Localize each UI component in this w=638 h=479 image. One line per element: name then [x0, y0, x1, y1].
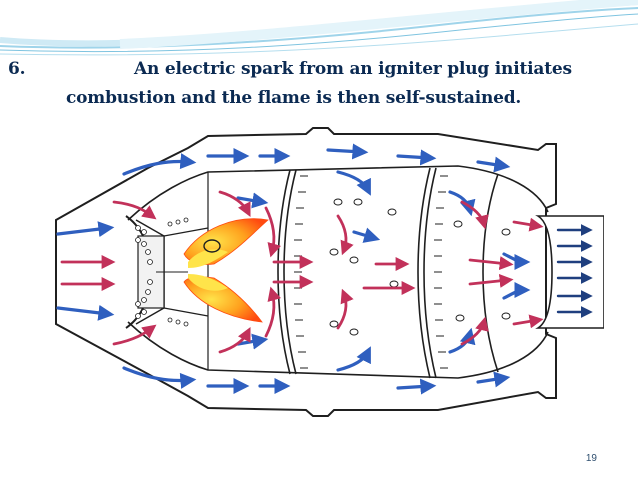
flame — [183, 218, 269, 323]
hot-gas-flow-arrows — [60, 190, 544, 354]
combustion-chamber-diagram — [55, 127, 604, 417]
title-line-1: An electric spark from an igniter plug i… — [134, 59, 572, 79]
cool-airflow-arrows — [56, 143, 531, 395]
page-number: 19 — [585, 453, 597, 464]
swirler-perforations — [135, 217, 189, 327]
header-wave-decoration — [0, 0, 638, 56]
flame-tube-liner — [127, 165, 549, 379]
igniter-plug-icon — [203, 239, 221, 253]
liner-holes — [209, 198, 511, 336]
liner-corrugations — [294, 175, 448, 369]
exit-flow-arrows — [556, 224, 593, 318]
title-line-2: combustion and the flame is then self-su… — [66, 88, 522, 108]
outer-casing — [55, 127, 557, 417]
step-number: 6. — [8, 59, 26, 79]
burner-swirler — [125, 215, 209, 329]
slide-title: 6. An electric spark from an igniter plu… — [0, 59, 638, 119]
